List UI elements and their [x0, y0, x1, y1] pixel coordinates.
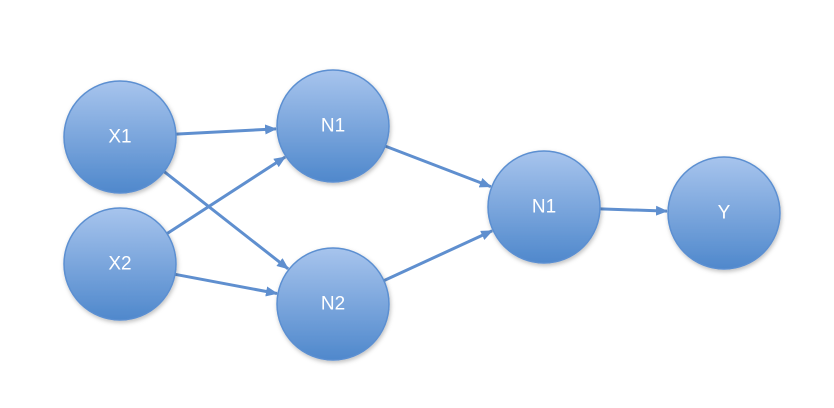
edge-x2-to-n1-top	[166, 155, 287, 235]
edges	[163, 124, 668, 297]
node-n1-top: N1	[276, 69, 390, 183]
node-x1: X1	[63, 80, 177, 194]
edge-n1-out-to-y	[599, 205, 668, 216]
node-y-label: Y	[718, 203, 731, 224]
edge-x1-to-n1-top	[175, 124, 278, 136]
edge-n1-top-to-n1-out	[384, 144, 492, 189]
node-n1-out: N1	[487, 150, 601, 264]
node-x1-label: X1	[108, 127, 131, 148]
edge-x1-to-n2	[163, 170, 290, 270]
node-n1-top-label: N1	[321, 116, 345, 137]
node-n2: N2	[276, 247, 390, 361]
node-y: Y	[667, 156, 781, 270]
edge-x2-to-n2	[174, 272, 278, 297]
edge-n2-to-n1-out	[383, 229, 494, 282]
node-x2: X2	[63, 207, 177, 321]
node-x2-label: X2	[108, 254, 131, 275]
node-n2-label: N2	[321, 294, 345, 315]
nodes: X1 X2 N1 N2 N1 Y	[63, 69, 781, 361]
node-n1-out-label: N1	[532, 197, 556, 218]
